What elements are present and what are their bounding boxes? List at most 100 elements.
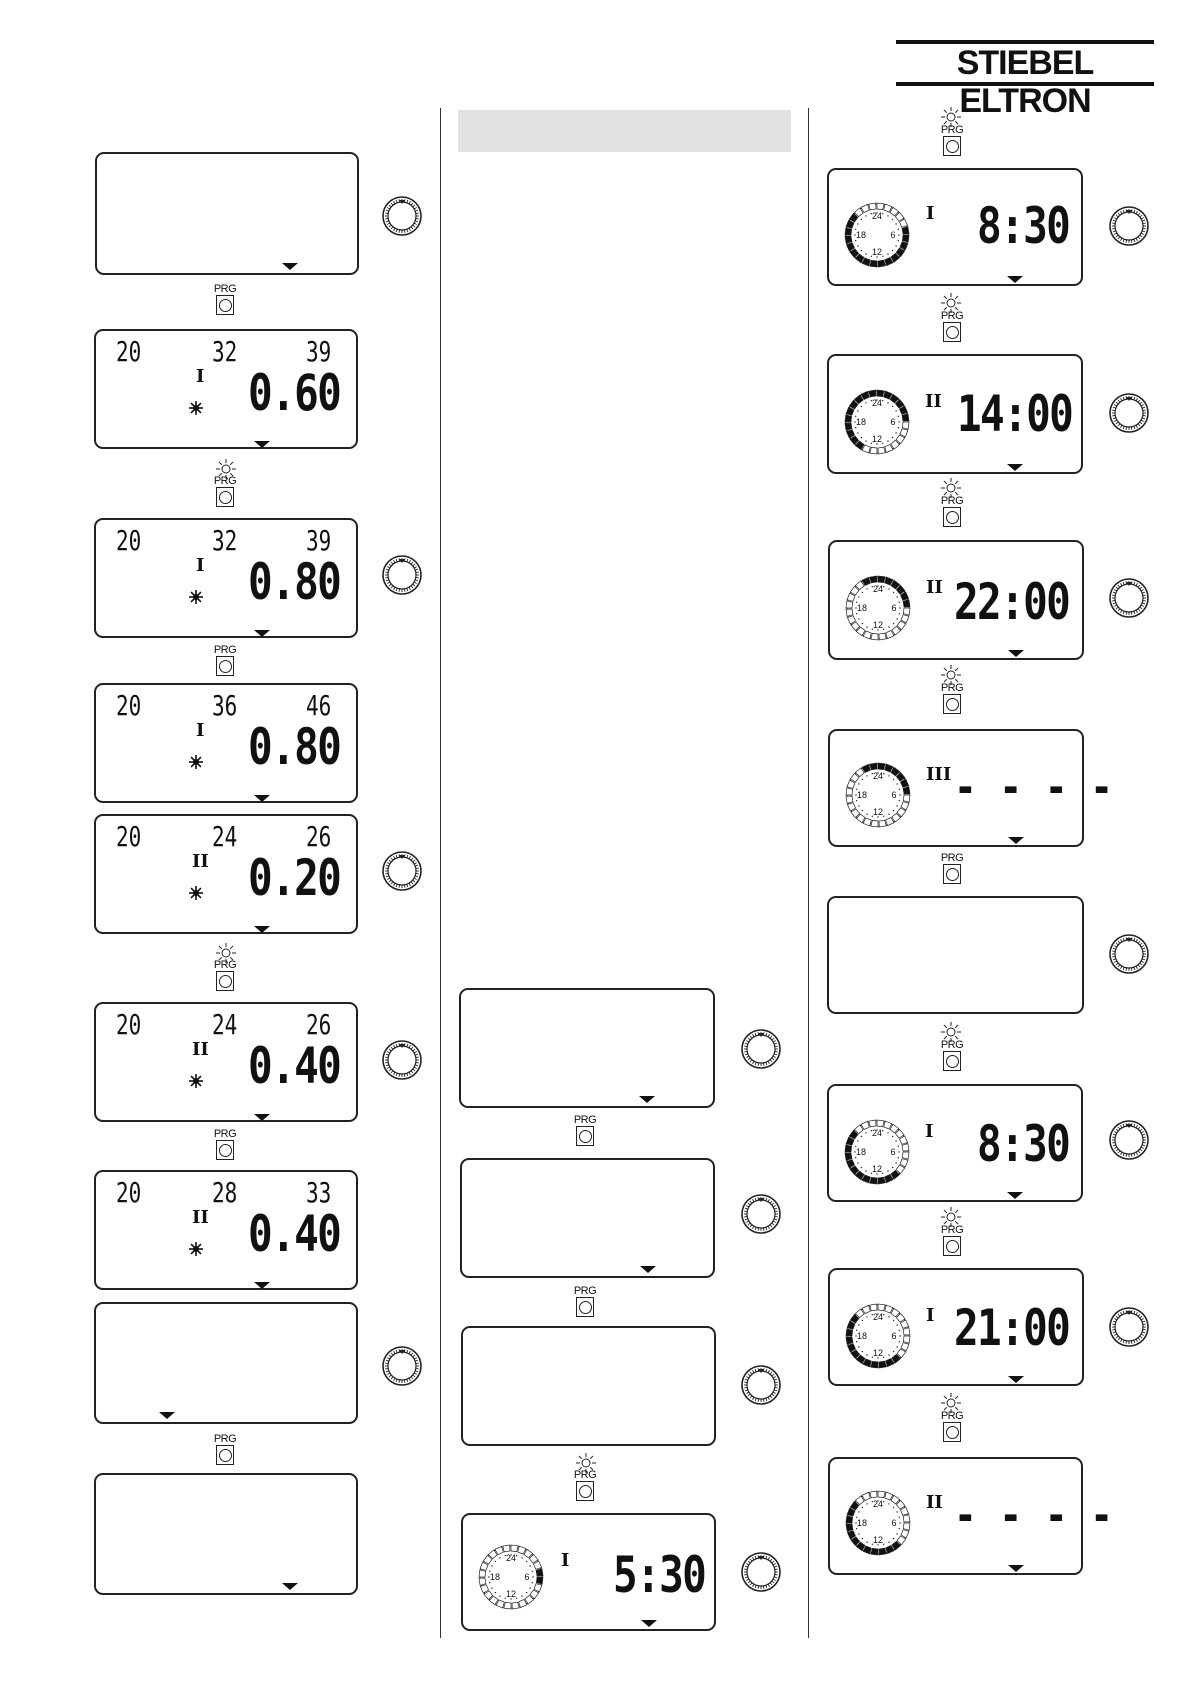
dial-knob-icon[interactable] <box>1108 392 1150 434</box>
dial-knob-icon[interactable] <box>1108 577 1150 619</box>
clock-hour-label: 12 <box>872 247 882 257</box>
program-indicator: II <box>925 391 942 412</box>
program-indicator: III <box>926 764 952 785</box>
small-value-1: 20 <box>116 1176 142 1209</box>
time-readout: 8:30 <box>977 1115 1071 1173</box>
lcd-display <box>95 152 359 275</box>
clock-hour-label: 18 <box>857 790 867 800</box>
time-readout: 5:30 <box>613 1546 707 1604</box>
clock-hour-label: 12 <box>873 807 883 817</box>
small-value-1: 20 <box>116 1008 142 1041</box>
program-indicator: I <box>926 203 935 224</box>
stiebel-eltron-logo: STIEBEL ELTRON <box>896 40 1154 120</box>
program-indicator: I <box>196 720 205 741</box>
flashing-indicator-icon <box>941 293 961 313</box>
flashing-indicator-icon <box>576 1453 596 1473</box>
prg-button[interactable]: PRG <box>212 1128 238 1160</box>
dial-knob-icon[interactable] <box>381 554 423 596</box>
value-readout: 0.80 <box>248 718 342 776</box>
clock-hour-label: 24 <box>873 584 883 594</box>
clock-hour-label: 18 <box>490 1572 500 1582</box>
program-indicator: I <box>196 366 205 387</box>
dial-knob-icon[interactable] <box>381 850 423 892</box>
flashing-indicator-icon <box>941 1393 961 1413</box>
prg-button[interactable]: PRG <box>939 124 965 156</box>
clock-hour-label: 18 <box>856 230 866 240</box>
clock-hour-label: 12 <box>872 434 882 444</box>
clock-hour-label: 12 <box>873 1535 883 1545</box>
prg-button[interactable]: PRG <box>939 310 965 342</box>
small-value-2: 28 <box>212 1176 238 1209</box>
dial-knob-icon[interactable] <box>1108 1119 1150 1161</box>
small-value-3: 26 <box>306 820 332 853</box>
value-readout: 0.40 <box>248 1037 342 1095</box>
prg-button[interactable]: PRG <box>212 283 238 315</box>
flashing-indicator-icon <box>941 1207 961 1227</box>
dial-knob-icon[interactable] <box>1108 1306 1150 1348</box>
small-value-2: 32 <box>212 335 238 368</box>
prg-button[interactable]: PRG <box>939 852 965 884</box>
time-readout: 14:00 <box>957 385 1074 443</box>
small-value-3: 26 <box>306 1008 332 1041</box>
clock-hour-label: 12 <box>873 1348 883 1358</box>
dial-knob-icon[interactable] <box>740 1028 782 1070</box>
prg-button[interactable]: PRG <box>212 644 238 676</box>
clock-hour-label: 18 <box>856 417 866 427</box>
lcd-display <box>94 1302 358 1424</box>
clock-hour-label: 12 <box>506 1589 516 1599</box>
small-value-1: 20 <box>116 524 142 557</box>
small-value-1: 20 <box>116 820 142 853</box>
small-value-3: 39 <box>306 524 332 557</box>
clock-hour-label: 24 <box>872 1128 882 1138</box>
time-readout: - - - - <box>954 760 1113 814</box>
prg-button[interactable]: PRG <box>939 1224 965 1256</box>
program-indicator: I <box>926 1305 935 1326</box>
prg-button[interactable]: PRG <box>212 475 238 507</box>
prg-button[interactable]: PRG <box>939 682 965 714</box>
dial-knob-icon[interactable] <box>740 1551 782 1593</box>
lcd-display: 20 28 33 II 0.40 <box>94 1170 358 1290</box>
prg-button[interactable]: PRG <box>939 495 965 527</box>
clock-hour-label: 6 <box>891 603 896 613</box>
clock-hour-label: 6 <box>890 417 895 427</box>
clock-hour-label: 18 <box>857 1518 867 1528</box>
prg-button[interactable]: PRG <box>572 1469 598 1501</box>
clock-hour-label: 24 <box>872 211 882 221</box>
dial-knob-icon[interactable] <box>1108 933 1150 975</box>
heading-bar <box>458 110 791 152</box>
prg-button[interactable]: PRG <box>939 1410 965 1442</box>
prg-button[interactable]: PRG <box>572 1285 598 1317</box>
column-divider-left <box>440 108 441 1638</box>
dial-knob-icon[interactable] <box>381 1345 423 1387</box>
clock-hour-label: 6 <box>891 1331 896 1341</box>
clock-hour-label: 6 <box>524 1572 529 1582</box>
clock-hour-label: 6 <box>891 1518 896 1528</box>
clock-hour-label: 6 <box>890 1147 895 1157</box>
clock-hour-label: 6 <box>891 790 896 800</box>
dial-knob-icon[interactable] <box>1108 205 1150 247</box>
prg-button[interactable]: PRG <box>212 1433 238 1465</box>
small-value-3: 46 <box>306 689 332 722</box>
prg-button[interactable]: PRG <box>939 1039 965 1071</box>
lcd-display <box>461 1326 716 1446</box>
small-value-2: 24 <box>212 1008 238 1041</box>
column-divider-right <box>808 108 809 1638</box>
dial-knob-icon[interactable] <box>740 1193 782 1235</box>
prg-button[interactable]: PRG <box>212 959 238 991</box>
dial-knob-icon[interactable] <box>740 1364 782 1406</box>
dial-knob-icon[interactable] <box>381 1039 423 1081</box>
lcd-display: 20 32 39 I 0.80 <box>94 518 358 638</box>
lcd-display <box>459 988 715 1108</box>
small-value-3: 33 <box>306 1176 332 1209</box>
clock-hour-label: 12 <box>872 1164 882 1174</box>
prg-button[interactable]: PRG <box>572 1114 598 1146</box>
dial-knob-icon[interactable] <box>381 195 423 237</box>
program-indicator: II <box>192 1207 209 1228</box>
clock-hour-label: 12 <box>873 620 883 630</box>
flashing-indicator-icon <box>941 478 961 498</box>
flashing-indicator-icon <box>216 459 236 479</box>
value-readout: 0.80 <box>248 553 342 611</box>
